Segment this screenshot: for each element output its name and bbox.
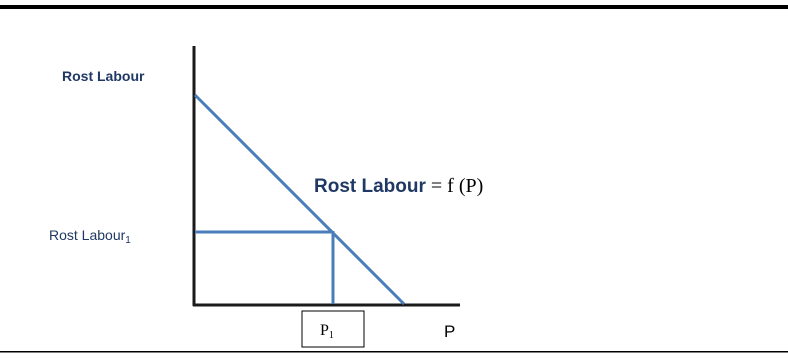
y-level-label-base: Rost Labour	[49, 227, 126, 243]
x-level-label-base: P	[320, 322, 329, 339]
x-level-label-sub: 1	[329, 330, 334, 341]
function-label-bold: Rost Labour	[314, 176, 426, 197]
x-level-label: P1	[320, 322, 334, 341]
y-axis-label: Rost Labour	[62, 68, 145, 84]
function-label: Rost Labour = f (P)	[314, 175, 483, 197]
bottom-rule	[0, 351, 788, 353]
top-rule	[0, 5, 788, 9]
x-axis-label: P	[444, 322, 455, 341]
y-level-label: Rost Labour1	[49, 227, 131, 246]
x-level-box	[301, 310, 365, 348]
function-label-rest: = f (P)	[426, 175, 483, 197]
y-level-label-sub: 1	[125, 235, 131, 246]
demand-line	[193, 93, 406, 306]
